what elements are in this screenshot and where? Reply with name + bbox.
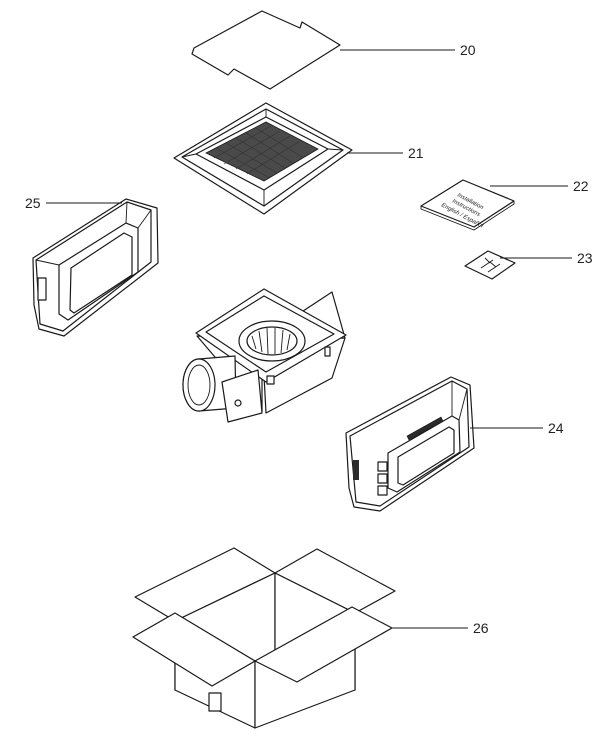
part-23-screws-packet: 23	[464, 250, 593, 280]
callout-22: 22	[573, 178, 589, 194]
part-22-manual: Installation Instructions English / Espa…	[420, 178, 589, 231]
part-25-side-packing-left: 25	[25, 195, 159, 337]
callout-24: 24	[548, 420, 564, 436]
callout-20: 20	[460, 42, 476, 58]
part-21-grille: 21	[173, 102, 424, 215]
part-20-filter-pad: 20	[191, 10, 476, 90]
grille-mesh	[213, 125, 303, 179]
callout-21: 21	[408, 145, 424, 161]
fan-housing	[182, 288, 347, 423]
part-24-side-packing-right: 24	[345, 376, 564, 512]
electrical-box	[221, 369, 263, 423]
part-26-carton-box: 26	[132, 547, 489, 729]
callout-26: 26	[473, 620, 489, 636]
callout-23: 23	[577, 250, 593, 266]
callout-25: 25	[25, 195, 41, 211]
